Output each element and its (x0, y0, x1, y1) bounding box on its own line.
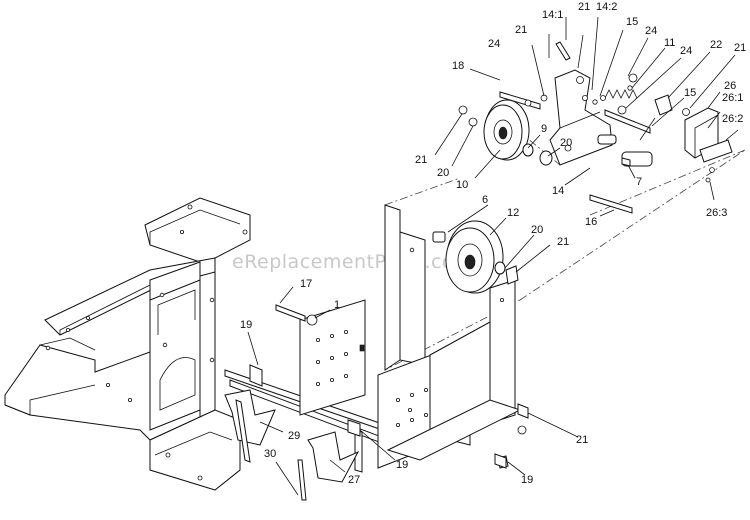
callout-18: 18 (452, 60, 464, 72)
callout-21-bottom: 21 (576, 434, 588, 446)
shield-assembly (682, 107, 733, 183)
callout-20-left: 20 (437, 167, 449, 179)
callout-17: 17 (300, 278, 312, 290)
idler-pulley-upper (458, 41, 673, 214)
callout-27: 27 (348, 474, 360, 486)
leader-lines (247, 16, 739, 496)
callout-9: 9 (541, 123, 547, 135)
callout-15-upper: 15 (626, 16, 638, 28)
callout-20-upper: 20 (560, 137, 572, 149)
callout-14-1: 14:1 (542, 9, 563, 21)
callout-11: 11 (664, 37, 675, 49)
callout-labels: 14:1 21 21 14:2 15 24 24 11 24 22 21 18 … (240, 1, 746, 486)
callout-14: 14 (552, 185, 564, 197)
callout-21-top: 21 (515, 24, 527, 36)
idler-pulley-lower (432, 220, 527, 469)
callout-24-right: 24 (680, 45, 692, 57)
callout-7: 7 (636, 176, 642, 188)
callout-26-1: 26:1 (722, 92, 743, 104)
callout-21-right: 21 (734, 42, 746, 54)
callout-26-3: 26:3 (706, 207, 727, 219)
callout-21-left: 21 (415, 154, 427, 166)
callout-10: 10 (456, 179, 468, 191)
callout-20-lower: 20 (531, 224, 543, 236)
watermark: eReplacementParts.com (232, 251, 473, 273)
callout-30: 30 (264, 448, 276, 460)
callout-16: 16 (585, 216, 597, 228)
callout-1: 1 (334, 299, 340, 311)
mounting-brackets (299, 204, 522, 469)
callout-21-lower: 21 (557, 236, 569, 248)
callout-24-mid: 24 (645, 25, 657, 37)
callout-22: 22 (710, 39, 722, 51)
callout-19-left: 19 (240, 319, 252, 331)
callout-26: 26 (724, 80, 736, 92)
callout-15-right: 15 (684, 87, 696, 99)
lower-hardware (224, 157, 631, 501)
callout-24-left: 24 (488, 38, 500, 50)
callout-19-right: 19 (521, 474, 533, 486)
callout-21-upper: 21 (578, 1, 590, 13)
callout-26-2: 26:2 (722, 113, 743, 125)
callout-6: 6 (482, 194, 488, 206)
callout-14-2: 14:2 (596, 1, 617, 13)
callout-12: 12 (507, 207, 519, 219)
callout-19-mid: 19 (396, 459, 408, 471)
callout-29: 29 (288, 430, 300, 442)
